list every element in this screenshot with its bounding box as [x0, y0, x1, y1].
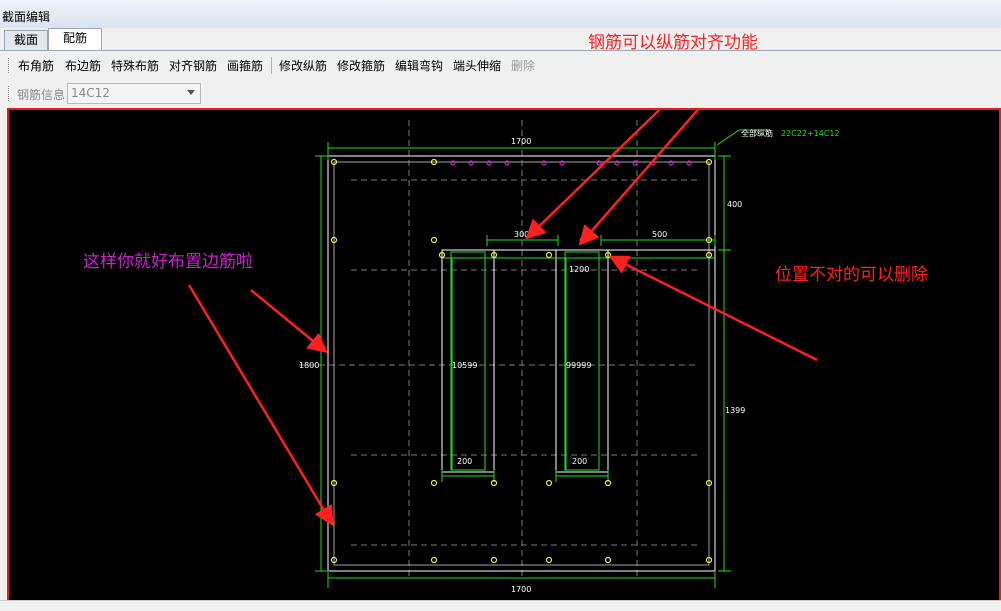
dim-300-text: 300 [514, 230, 529, 239]
infobar-grip[interactable] [8, 86, 11, 101]
edit-stirrup-button[interactable]: 修改箍筋 [337, 59, 386, 73]
dimension-lines [315, 129, 769, 588]
chevron-down-icon[interactable] [187, 90, 195, 95]
rebar-info-bar [0, 80, 1001, 106]
rebar-info-combo[interactable]: 14C12 [67, 83, 201, 104]
all-long-label: 全部纵筋 [741, 128, 773, 138]
special-rebar-button[interactable]: 特殊布筋 [111, 59, 160, 73]
annotation-delete: 位置不对的可以删除 [775, 265, 928, 285]
dim-500-text: 500 [652, 230, 667, 239]
window-title: 截面编辑 [2, 10, 51, 24]
dim-top-text: 1700 [511, 137, 531, 146]
dim-200-right-text: 200 [572, 457, 587, 466]
edit-hook-button[interactable]: 编辑弯钩 [395, 59, 444, 73]
tab-section[interactable]: 截面 [4, 30, 48, 50]
toolbar: 布角筋 布边筋 特殊布筋 对齐钢筋 画箍筋 修改纵筋 修改箍筋 编辑弯钩 端头伸… [0, 52, 1001, 78]
annotation-arrows [187, 110, 818, 527]
place-corner-rebar-button[interactable]: 布角筋 [18, 59, 55, 73]
tab-rebar[interactable]: 配筋 [48, 28, 102, 50]
outer-stirrup [333, 161, 710, 566]
all-long-value: 22C22+14C12 [781, 129, 840, 138]
draw-stirrup-button[interactable]: 画箍筋 [227, 59, 264, 73]
dim-left-text: 1800 [299, 361, 319, 370]
tab-bar: 截面 配筋 [0, 28, 1001, 51]
left-inner-stirrup [450, 251, 486, 471]
status-bar [0, 600, 1001, 611]
rebar-info-value: 14C12 [71, 86, 110, 100]
place-side-rebar-button[interactable]: 布边筋 [65, 59, 102, 73]
annotation-align: 钢筋可以纵筋对齐功能 [588, 33, 758, 53]
right-inner-stirrup [564, 251, 600, 471]
grid-lines [299, 120, 699, 580]
dim-right-main-text: 1399 [725, 406, 745, 415]
end-extend-button[interactable]: 端头伸缩 [453, 59, 502, 73]
toolbar-separator [271, 57, 272, 74]
section-outline [327, 155, 716, 572]
dim-right-inner-text: 99999 [566, 361, 591, 370]
annotation-side-rebar: 这样你就好布置边筋啦 [83, 252, 253, 272]
dim-200-left-text: 200 [457, 457, 472, 466]
align-rebar-button[interactable]: 对齐钢筋 [169, 59, 218, 73]
dim-right-top-text: 400 [727, 200, 742, 209]
rebar-dots-yellow [330, 158, 713, 564]
section-drawing[interactable]: 1700 1700 1800 400 1399 300 500 1200 105… [9, 110, 999, 600]
rebar-info-label: 钢筋信息 [17, 88, 66, 102]
dim-bottom-text: 1700 [511, 585, 531, 594]
edit-long-rebar-button[interactable]: 修改纵筋 [279, 59, 328, 73]
drawing-canvas[interactable]: 1700 1700 1800 400 1399 300 500 1200 105… [7, 108, 1001, 602]
toolbar-grip[interactable] [8, 58, 11, 73]
dim-1200-text: 1200 [569, 265, 589, 274]
dim-left-inner-text: 10599 [452, 361, 477, 370]
window-title-bar: 截面编辑 [0, 0, 1001, 29]
delete-button[interactable]: 删除 [511, 59, 536, 73]
